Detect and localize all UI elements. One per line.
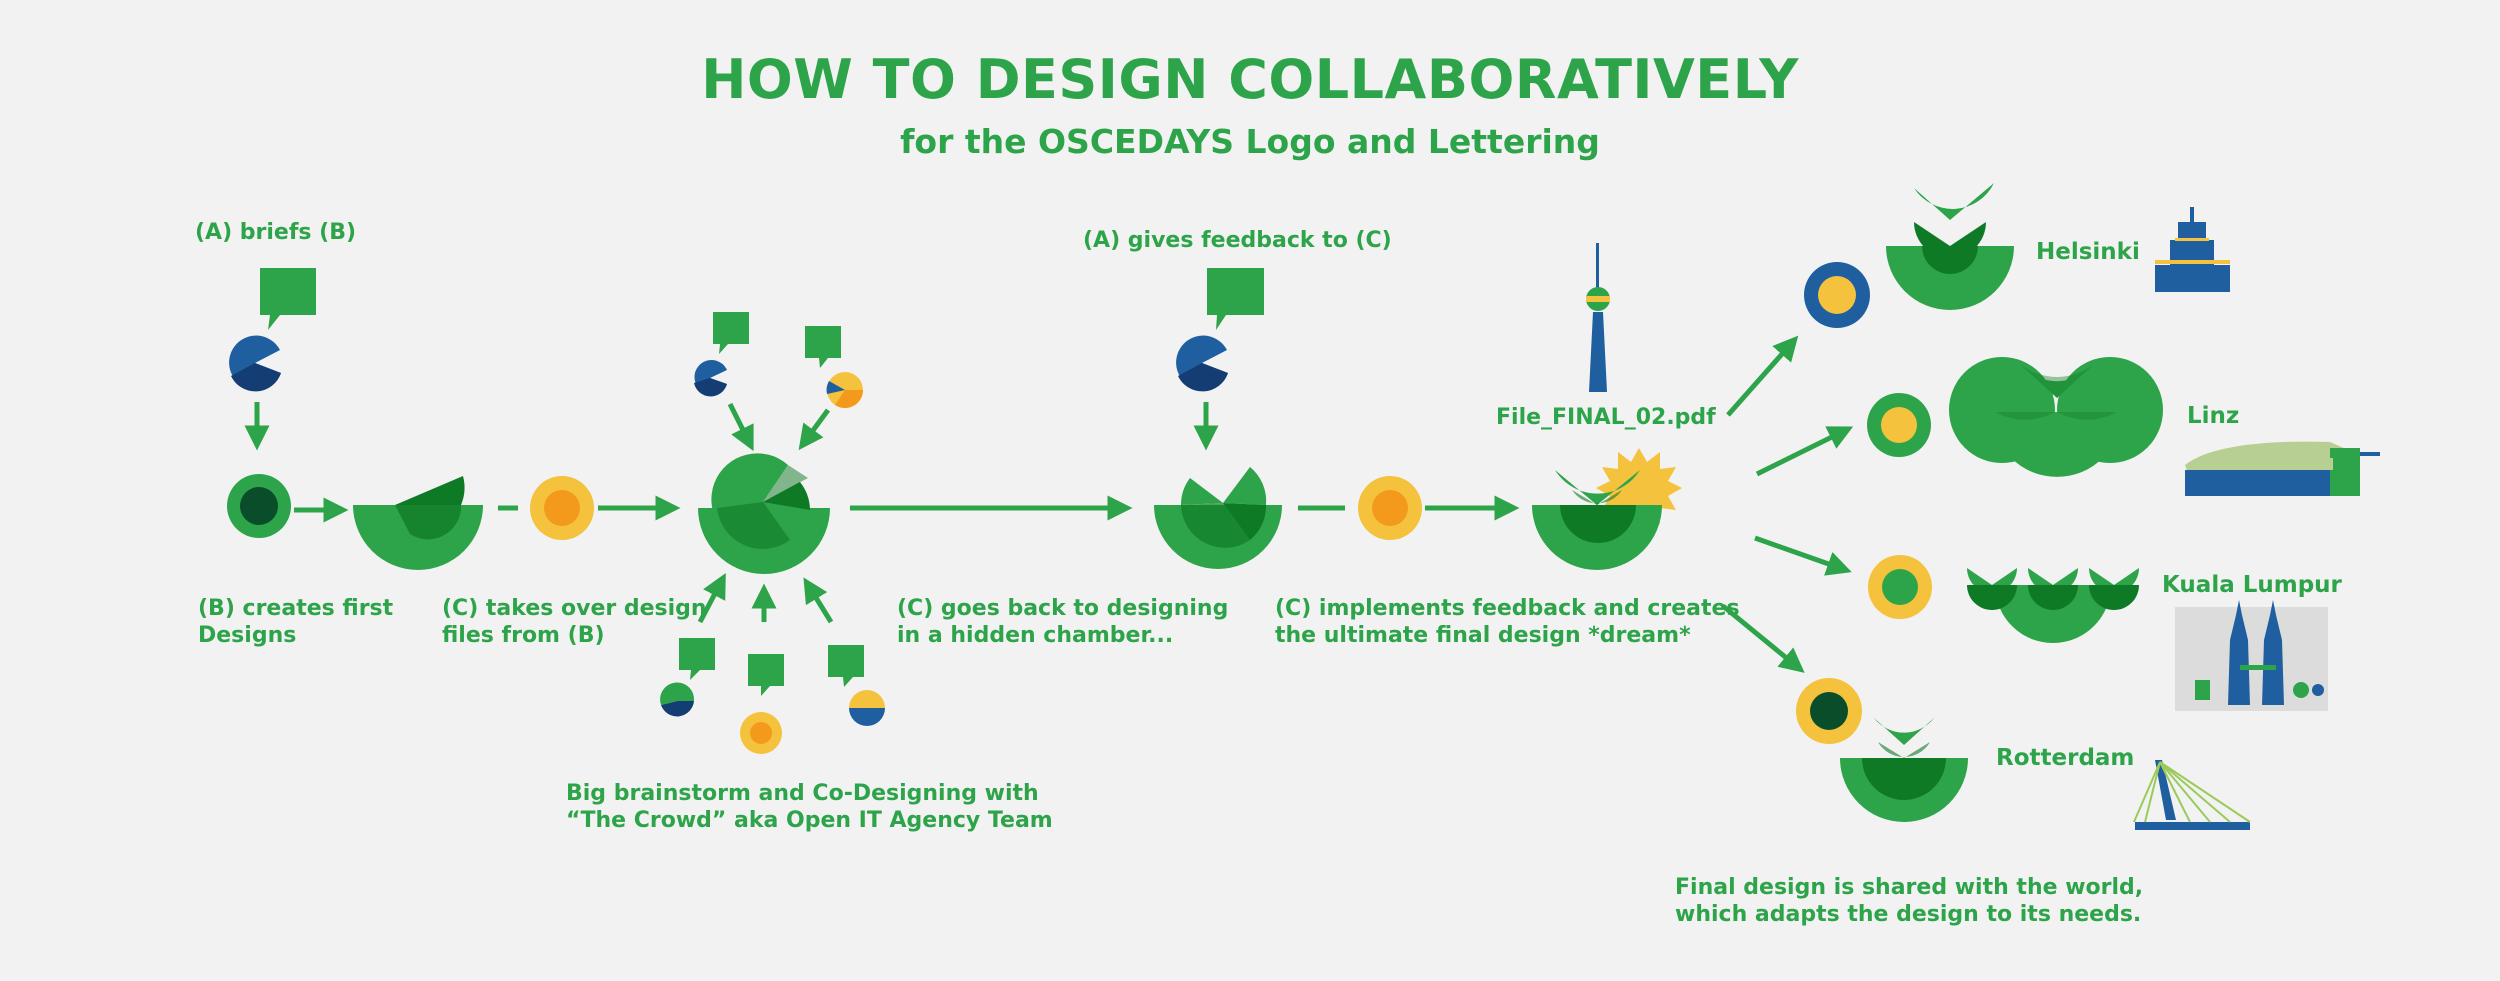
contributor-icon bbox=[826, 372, 863, 409]
page-title: HOW TO DESIGN COLLABORATIVELY bbox=[701, 48, 1799, 111]
label-brainstorm: Big brainstorm and Co-Designing with “Th… bbox=[566, 780, 1053, 834]
person-c-icon bbox=[1358, 476, 1422, 540]
contributor-icon bbox=[740, 712, 782, 754]
arrow-in bbox=[803, 577, 834, 624]
label-line: (B) creates first bbox=[198, 596, 394, 621]
tv-tower-icon bbox=[1586, 243, 1610, 392]
rotterdam-logo-icon bbox=[1840, 718, 1968, 822]
logo-revision-icon bbox=[1154, 467, 1282, 569]
arrow-out bbox=[1726, 335, 1799, 417]
label-shared: Final design is shared with the world, w… bbox=[1675, 874, 2143, 928]
helsinki-cathedral-icon bbox=[2155, 207, 2230, 292]
speech-bubble-icon bbox=[805, 326, 841, 368]
contributor-icon bbox=[694, 360, 727, 397]
city-helsinki: Helsinki bbox=[2036, 239, 2140, 265]
city-kuala-lumpur: Kuala Lumpur bbox=[2162, 572, 2342, 598]
label-line: files from (B) bbox=[442, 623, 605, 648]
speech-bubble-icon bbox=[679, 638, 715, 680]
arrow-out bbox=[1754, 535, 1852, 576]
person-c-icon bbox=[530, 476, 594, 540]
label-takes-over: (C) takes over design files from (B) bbox=[442, 595, 707, 649]
label-line: in a hidden chamber... bbox=[897, 623, 1174, 648]
label-line: which adapts the design to its needs. bbox=[1675, 902, 2142, 927]
logo-draft-icon bbox=[353, 476, 483, 570]
speech-bubble-icon bbox=[828, 645, 864, 687]
arrow-in bbox=[697, 572, 726, 624]
label-creates-first: (B) creates first Designs bbox=[198, 595, 393, 649]
erasmus-bridge-icon bbox=[2133, 760, 2251, 830]
label-line: (C) takes over design bbox=[442, 596, 707, 621]
label-briefs: (A) briefs (B) bbox=[195, 220, 357, 245]
arrow-out bbox=[1755, 426, 1854, 477]
speech-bubble-icon bbox=[713, 312, 749, 354]
kuala-lumpur-logo-icon bbox=[1967, 568, 2139, 643]
label-line: Final design is shared with the world, bbox=[1675, 875, 2144, 900]
person-a-icon bbox=[1176, 335, 1228, 392]
speech-bubble-icon bbox=[1207, 268, 1264, 330]
helsinki-logo-icon bbox=[1886, 183, 2014, 310]
helsinki-avatar-icon bbox=[1804, 262, 1870, 328]
linz-ship-icon bbox=[2185, 441, 2380, 496]
rotterdam-avatar-icon bbox=[1796, 678, 1862, 744]
label-goes-back: (C) goes back to designing in a hidden c… bbox=[897, 595, 1228, 649]
city-rotterdam: Rotterdam bbox=[1996, 745, 2135, 771]
logo-brainstorm-icon bbox=[698, 453, 830, 574]
speech-bubble-icon bbox=[748, 654, 784, 696]
label-line: “The Crowd” aka Open IT Agency Team bbox=[566, 808, 1053, 833]
person-a-icon bbox=[229, 335, 281, 392]
kuala-lumpur-avatar-icon bbox=[1868, 555, 1932, 619]
speech-bubble-icon bbox=[260, 268, 316, 330]
person-b-icon bbox=[227, 474, 291, 538]
contributor-icon bbox=[849, 690, 885, 726]
arrow-out bbox=[1721, 604, 1805, 673]
label-feedback: (A) gives feedback to (C) bbox=[1083, 228, 1392, 253]
kuala-lumpur-towers-icon bbox=[2175, 600, 2328, 711]
label-file: File_FINAL_02.pdf bbox=[1496, 405, 1716, 430]
logo-final-icon bbox=[1532, 470, 1662, 570]
label-implements: (C) implements feedback and creates the … bbox=[1275, 595, 1740, 649]
label-line: (C) implements feedback and creates bbox=[1275, 596, 1740, 621]
label-line: (C) goes back to designing bbox=[897, 596, 1229, 621]
contributor-icon bbox=[660, 682, 695, 717]
page-subtitle: for the OSCEDAYS Logo and Lettering bbox=[900, 122, 1600, 161]
linz-logo-icon bbox=[1949, 357, 2163, 477]
arrow-in bbox=[798, 408, 831, 451]
linz-avatar-icon bbox=[1867, 393, 1931, 457]
city-linz: Linz bbox=[2187, 403, 2240, 429]
label-line: the ultimate final design *dream* bbox=[1275, 623, 1691, 648]
label-line: Big brainstorm and Co-Designing with bbox=[566, 781, 1039, 806]
arrow-in bbox=[727, 402, 754, 452]
label-line: Designs bbox=[198, 623, 297, 648]
